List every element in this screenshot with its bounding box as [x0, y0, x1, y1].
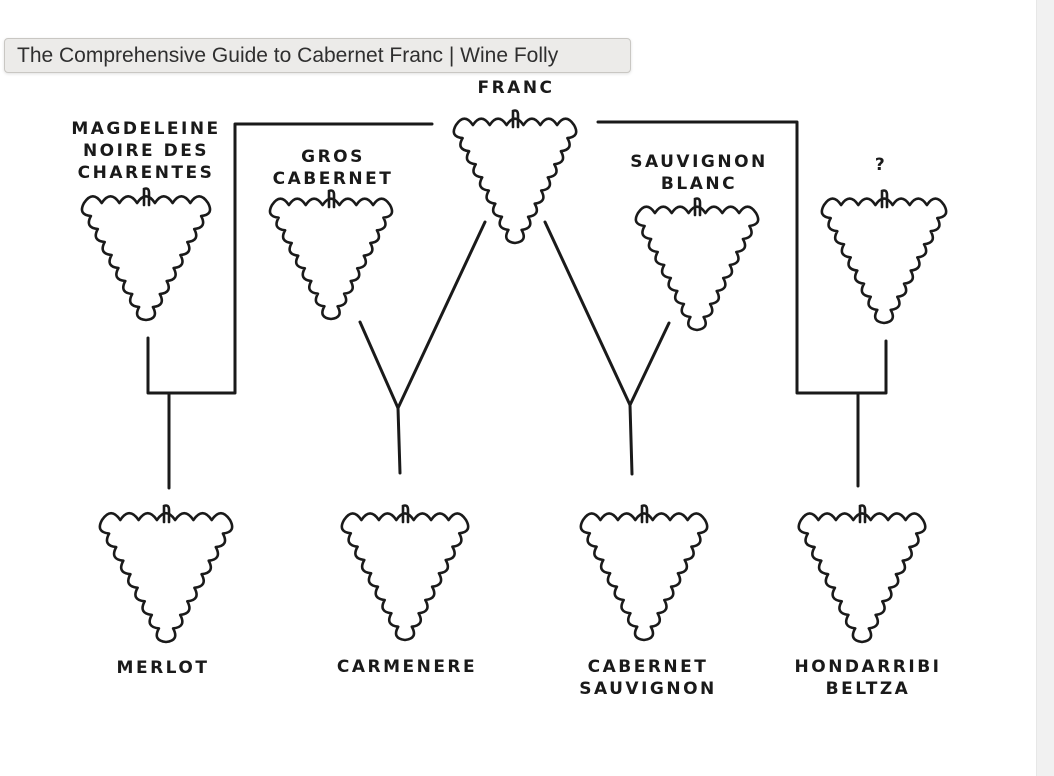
merlot-label-line: MERLOT — [117, 658, 210, 678]
gros-cabernet-grape-icon — [268, 189, 394, 321]
carmenere-grape-icon — [340, 504, 470, 642]
unknown-parent-label-line: ? — [875, 155, 887, 175]
carmenere-stem — [396, 406, 402, 475]
magdeleine-label-line: MAGDELEINE — [71, 119, 220, 139]
cabsauv-right — [628, 321, 671, 407]
hondarribi-beltza-label-line: BELTZA — [826, 679, 911, 699]
unknown-parent-grape-icon — [820, 189, 948, 325]
carmenere-label-line: CARMENERE — [337, 657, 477, 677]
connector-lines — [146, 120, 888, 490]
tooltip-page-title: The Comprehensive Guide to Cabernet Fran… — [4, 38, 631, 73]
carmenere-left — [358, 320, 400, 410]
gros-cabernet-label-line: GROS — [301, 147, 365, 167]
cabernet-sauvignon-label-line: SAUVIGNON — [579, 679, 717, 699]
magdeleine-label-line: NOIRE DES — [83, 141, 209, 161]
cabernet-sauvignon-grape-icon — [579, 504, 709, 642]
cabernet-sauvignon-label-line: CABERNET — [588, 657, 709, 677]
franc-grape-icon — [452, 109, 578, 245]
cabsauv-left — [543, 220, 632, 407]
sauvignon-blanc-grape-icon — [634, 197, 760, 332]
hondarribi-beltza-grape-icon — [797, 504, 927, 644]
merlot-bracket — [146, 122, 434, 395]
grape-icons — [80, 109, 948, 644]
magdeleine-grape-icon — [80, 187, 212, 322]
vertical-scrollbar[interactable] — [1036, 0, 1054, 776]
sauvignon-blanc-label-line: BLANC — [661, 174, 737, 194]
hondarribi-beltza-label-line: HONDARRIBI — [795, 657, 942, 677]
magdeleine-label-line: CHARENTES — [78, 163, 215, 183]
franc-label-line: FRANC — [477, 78, 554, 98]
gros-cabernet-label-line: CABERNET — [273, 169, 394, 189]
merlot-grape-icon — [98, 504, 234, 644]
cabsauv-stem — [628, 403, 634, 476]
carmenere-right — [396, 220, 487, 410]
sauvignon-blanc-label-line: SAUVIGNON — [630, 152, 768, 172]
hondarribi-bracket — [596, 120, 888, 395]
